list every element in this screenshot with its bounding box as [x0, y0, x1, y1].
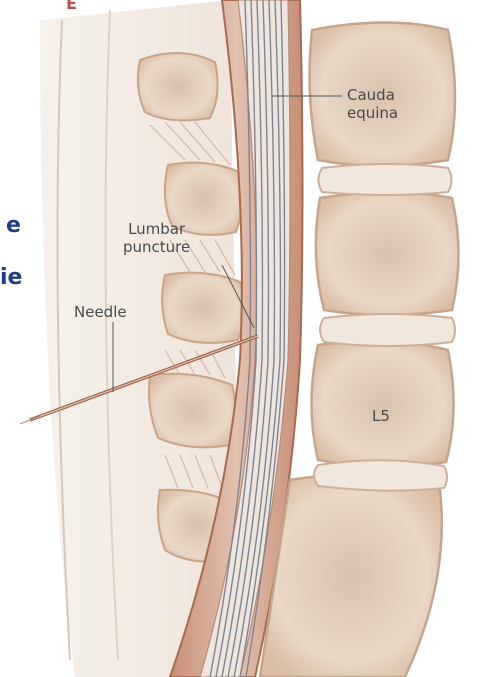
vertebral-body-3	[312, 341, 454, 467]
spinous-process-1	[138, 53, 218, 120]
label-cauda-line1: Cauda	[347, 86, 398, 104]
label-cauda-line2: equina	[347, 104, 398, 122]
side-text-line2: ie	[0, 252, 22, 304]
side-text-line1: e	[0, 200, 22, 252]
spinous-process-4	[149, 374, 236, 448]
disc-1	[319, 164, 452, 195]
label-needle: Needle	[74, 303, 127, 321]
label-l5: L5	[372, 407, 390, 425]
disc-2	[320, 314, 455, 346]
label-lumbar-line1: Lumbar	[123, 220, 190, 238]
label-lumbar-line2: puncture	[123, 238, 190, 256]
disc-3	[314, 460, 447, 490]
cropped-side-text: e ie	[0, 200, 22, 304]
label-cauda-equina: Cauda equina	[347, 86, 398, 122]
sacrum	[260, 474, 442, 677]
vertebral-body-2	[316, 192, 459, 315]
label-lumbar-puncture: Lumbar puncture	[123, 220, 190, 256]
